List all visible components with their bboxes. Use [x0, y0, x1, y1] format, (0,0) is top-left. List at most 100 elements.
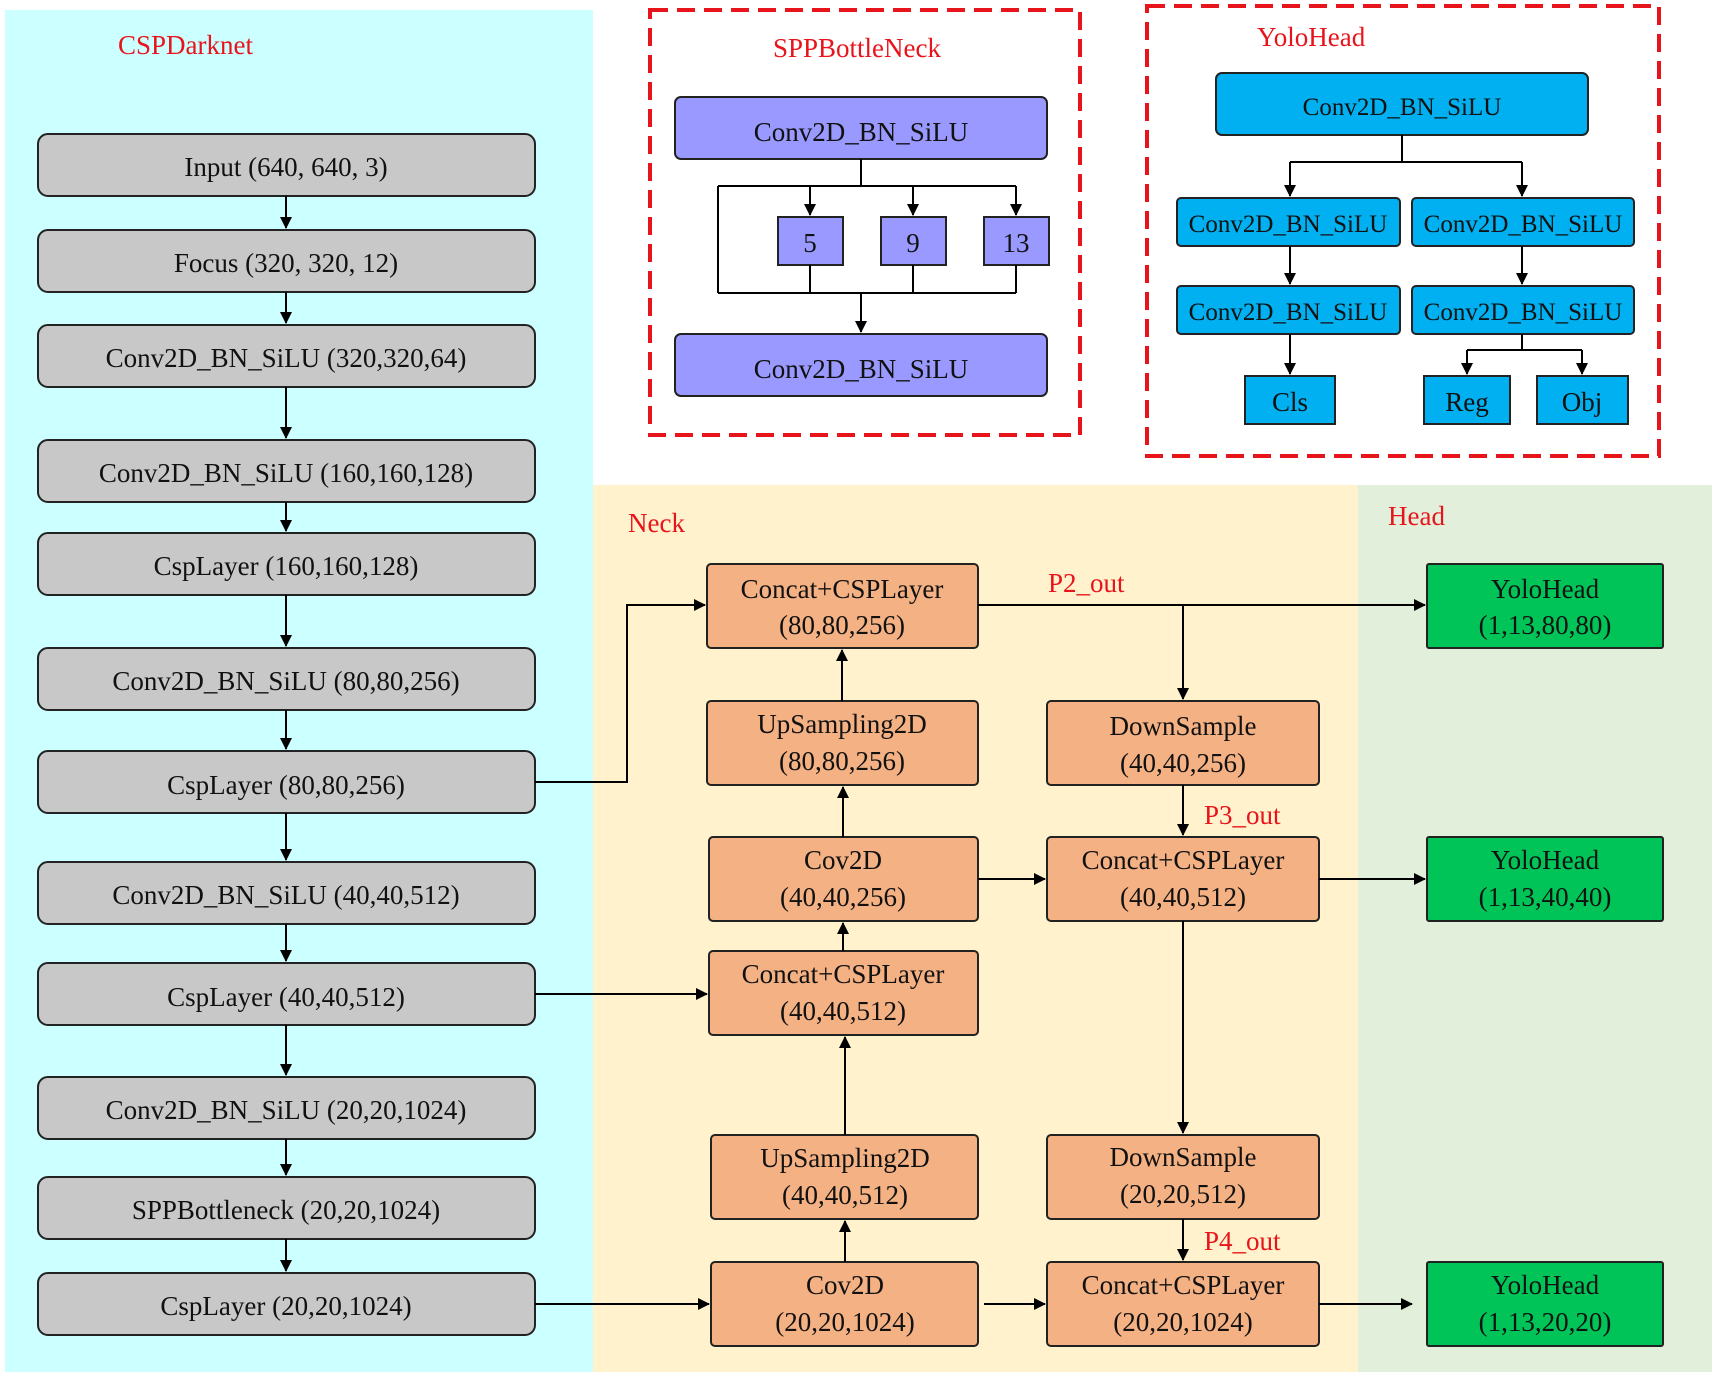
neck-node-conv-2: Cov2D (20,20,1024) — [710, 1261, 979, 1347]
svg-text:Conv2D_BN_SiLU: Conv2D_BN_SiLU — [1424, 211, 1623, 238]
svg-text:Concat+CSPLayer: Concat+CSPLayer — [1082, 1270, 1285, 1300]
svg-text:(20,20,512): (20,20,512) — [1120, 1179, 1246, 1209]
svg-text:(1,13,40,40): (1,13,40,40) — [1479, 882, 1612, 912]
svg-text:5: 5 — [803, 228, 817, 258]
spp-region — [648, 8, 1082, 437]
svg-text:(40,40,256): (40,40,256) — [780, 882, 906, 912]
svg-text:CspLayer (80,80,256): CspLayer (80,80,256) — [167, 770, 405, 800]
backbone-title: CSPDarknet — [118, 30, 253, 60]
svg-text:13: 13 — [1003, 228, 1030, 258]
svg-text:Conv2D_BN_SiLU (320,320,64): Conv2D_BN_SiLU (320,320,64) — [106, 343, 467, 373]
backbone-node-spp: SPPBottleneck (20,20,1024) — [37, 1176, 536, 1240]
port-label-p2: P2_out — [1048, 568, 1125, 598]
backbone-node-csp-160: CspLayer (160,160,128) — [37, 532, 536, 596]
svg-text:CspLayer (160,160,128): CspLayer (160,160,128) — [154, 551, 419, 581]
spp-node-pool-9: 9 — [880, 216, 947, 266]
spp-edges — [717, 159, 1022, 333]
spp-node-pool-13: 13 — [983, 216, 1050, 266]
yolohead-node-left-1: Conv2D_BN_SiLU — [1176, 197, 1401, 247]
yolohead-region — [1145, 4, 1661, 458]
svg-text:Conv2D_BN_SiLU: Conv2D_BN_SiLU — [754, 354, 969, 384]
svg-text:Conv2D_BN_SiLU: Conv2D_BN_SiLU — [1189, 299, 1388, 326]
backbone-node-conv-20: Conv2D_BN_SiLU (20,20,1024) — [37, 1076, 536, 1140]
svg-text:Cov2D: Cov2D — [804, 845, 882, 875]
svg-text:Concat+CSPLayer: Concat+CSPLayer — [742, 959, 945, 989]
backbone-node-conv-320: Conv2D_BN_SiLU (320,320,64) — [37, 324, 536, 388]
svg-text:Conv2D_BN_SiLU (160,160,128): Conv2D_BN_SiLU (160,160,128) — [99, 458, 473, 488]
yolohead-title: YoloHead — [1257, 22, 1366, 52]
svg-text:CspLayer (20,20,1024): CspLayer (20,20,1024) — [160, 1291, 411, 1321]
neck-node-upsample-1: UpSampling2D (80,80,256) — [706, 700, 979, 786]
backbone-node-conv-40: Conv2D_BN_SiLU (40,40,512) — [37, 861, 536, 925]
svg-text:CspLayer (40,40,512): CspLayer (40,40,512) — [167, 982, 405, 1012]
yolohead-node-right-1: Conv2D_BN_SiLU — [1411, 197, 1635, 247]
svg-text:(20,20,1024): (20,20,1024) — [775, 1307, 914, 1337]
svg-text:Conv2D_BN_SiLU: Conv2D_BN_SiLU — [1189, 211, 1388, 238]
yolohead-edges — [1284, 135, 1588, 375]
neck-node-downsample-2: DownSample (20,20,512) — [1046, 1134, 1320, 1220]
spp-node-bottom-conv: Conv2D_BN_SiLU — [674, 333, 1048, 397]
svg-text:Conv2D_BN_SiLU: Conv2D_BN_SiLU — [754, 117, 969, 147]
svg-text:Concat+CSPLayer: Concat+CSPLayer — [1082, 845, 1285, 875]
svg-text:Conv2D_BN_SiLU (80,80,256): Conv2D_BN_SiLU (80,80,256) — [112, 666, 459, 696]
yolohead-node-stem: Conv2D_BN_SiLU — [1215, 72, 1589, 136]
head-node-yolohead-40: YoloHead (1,13,40,40) — [1426, 836, 1664, 922]
svg-text:(80,80,256): (80,80,256) — [779, 610, 905, 640]
spp-node-top-conv: Conv2D_BN_SiLU — [674, 96, 1048, 160]
backbone-node-conv-80: Conv2D_BN_SiLU (80,80,256) — [37, 647, 536, 711]
backbone-node-conv-160: Conv2D_BN_SiLU (160,160,128) — [37, 439, 536, 503]
svg-text:DownSample: DownSample — [1110, 711, 1257, 741]
yolohead-node-obj: Obj — [1536, 375, 1629, 425]
neck-node-downsample-1: DownSample (40,40,256) — [1046, 700, 1320, 786]
svg-text:Input (640, 640, 3): Input (640, 640, 3) — [184, 152, 387, 182]
svg-text:DownSample: DownSample — [1110, 1142, 1257, 1172]
backbone-node-focus: Focus (320, 320, 12) — [37, 229, 536, 293]
svg-text:Conv2D_BN_SiLU: Conv2D_BN_SiLU — [1424, 299, 1623, 326]
neck-edges — [535, 599, 1426, 1310]
svg-text:Focus (320, 320, 12): Focus (320, 320, 12) — [174, 248, 398, 278]
spp-node-pool-5: 5 — [777, 216, 844, 266]
svg-text:(40,40,512): (40,40,512) — [782, 1180, 908, 1210]
svg-text:UpSampling2D: UpSampling2D — [757, 709, 927, 739]
port-label-p3: P3_out — [1204, 800, 1281, 830]
svg-text:Conv2D_BN_SiLU (40,40,512): Conv2D_BN_SiLU (40,40,512) — [112, 880, 459, 910]
yolohead-node-reg: Reg — [1423, 375, 1511, 425]
yolohead-node-right-2: Conv2D_BN_SiLU — [1411, 285, 1635, 335]
svg-text:(80,80,256): (80,80,256) — [779, 746, 905, 776]
svg-text:(1,13,20,20): (1,13,20,20) — [1479, 1307, 1612, 1337]
backbone-node-csp-80: CspLayer (80,80,256) — [37, 750, 536, 814]
head-title: Head — [1388, 501, 1445, 531]
svg-text:Obj: Obj — [1562, 387, 1603, 417]
svg-text:(40,40,512): (40,40,512) — [1120, 882, 1246, 912]
neck-node-concat-p4: Concat+CSPLayer (20,20,1024) — [1046, 1261, 1320, 1347]
backbone-node-csp-40: CspLayer (40,40,512) — [37, 962, 536, 1026]
neck-node-upsample-2: UpSampling2D (40,40,512) — [710, 1134, 979, 1220]
svg-text:(40,40,256): (40,40,256) — [1120, 748, 1246, 778]
backbone-node-input: Input (640, 640, 3) — [37, 133, 536, 197]
port-label-p4: P4_out — [1204, 1226, 1281, 1256]
head-node-yolohead-20: YoloHead (1,13,20,20) — [1426, 1261, 1664, 1347]
svg-text:(1,13,80,80): (1,13,80,80) — [1479, 610, 1612, 640]
svg-text:Conv2D_BN_SiLU: Conv2D_BN_SiLU — [1303, 94, 1502, 121]
backbone-node-csp-20: CspLayer (20,20,1024) — [37, 1272, 536, 1336]
neck-node-concat-mid: Concat+CSPLayer (40,40,512) — [708, 950, 979, 1036]
neck-node-concat-p2: Concat+CSPLayer (80,80,256) — [706, 563, 979, 649]
svg-text:Cov2D: Cov2D — [806, 1270, 884, 1300]
svg-text:YoloHead: YoloHead — [1491, 845, 1600, 875]
svg-text:Reg: Reg — [1445, 387, 1489, 417]
head-node-yolohead-80: YoloHead (1,13,80,80) — [1426, 563, 1664, 649]
svg-text:(40,40,512): (40,40,512) — [780, 996, 906, 1026]
yolohead-node-cls: Cls — [1244, 375, 1336, 425]
svg-text:Concat+CSPLayer: Concat+CSPLayer — [741, 574, 944, 604]
svg-text:9: 9 — [906, 228, 920, 258]
neck-node-concat-p3: Concat+CSPLayer (40,40,512) — [1046, 836, 1320, 922]
svg-text:YoloHead: YoloHead — [1491, 574, 1600, 604]
svg-text:SPPBottleneck (20,20,1024): SPPBottleneck (20,20,1024) — [132, 1195, 440, 1225]
svg-text:YoloHead: YoloHead — [1491, 1270, 1600, 1300]
svg-text:Conv2D_BN_SiLU (20,20,1024): Conv2D_BN_SiLU (20,20,1024) — [106, 1095, 467, 1125]
svg-text:UpSampling2D: UpSampling2D — [760, 1143, 930, 1173]
svg-text:(20,20,1024): (20,20,1024) — [1113, 1307, 1252, 1337]
yolohead-node-left-2: Conv2D_BN_SiLU — [1176, 285, 1401, 335]
neck-title: Neck — [628, 508, 685, 538]
